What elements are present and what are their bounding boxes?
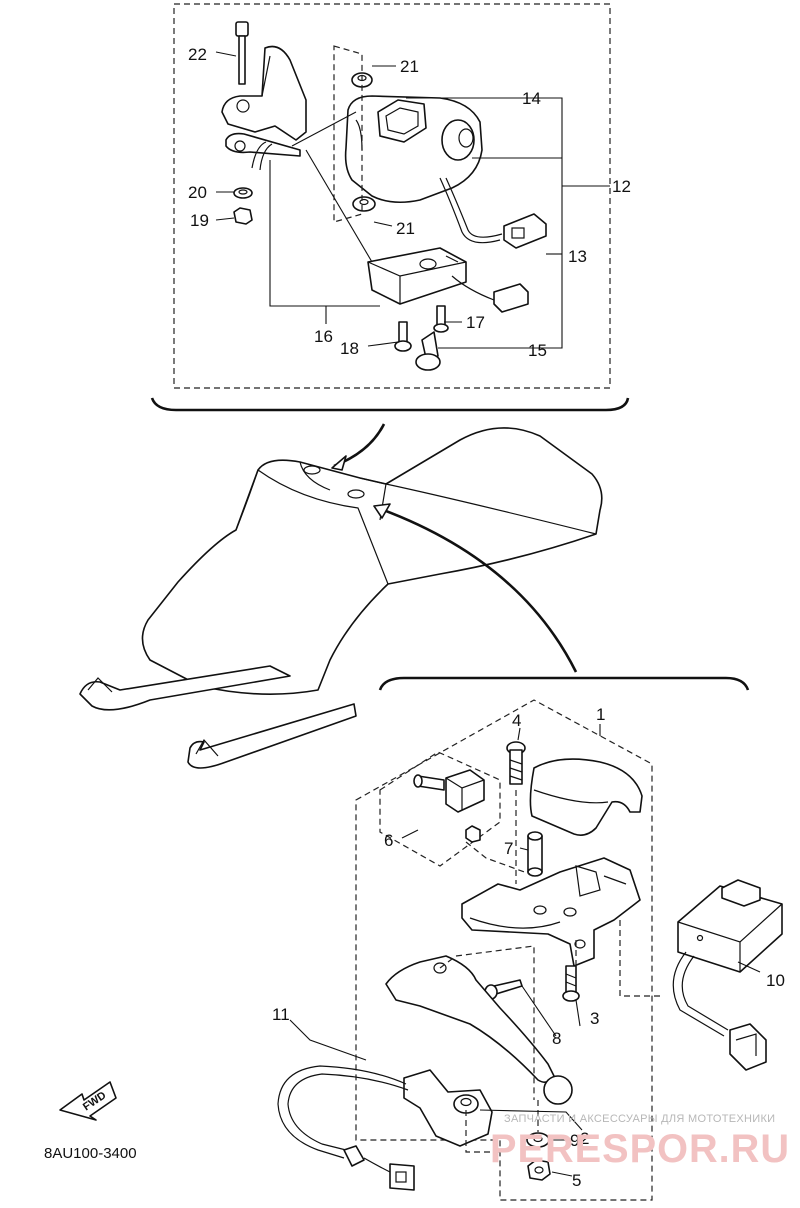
fwd-arrow: FWD — [59, 1081, 117, 1121]
bottom-assembly-group — [277, 699, 783, 1201]
connector-11 — [343, 1145, 415, 1191]
callout-8: 8 — [552, 1029, 561, 1048]
callout-14: 14 — [522, 89, 541, 108]
callout-10: 10 — [766, 971, 785, 990]
callout-1: 1 — [596, 705, 605, 724]
switch-2 — [403, 1069, 493, 1147]
lever-cover — [529, 758, 643, 836]
module-10 — [677, 879, 783, 973]
nut-6 — [465, 825, 481, 843]
collar-7 — [527, 831, 543, 877]
callout-12: 12 — [612, 177, 631, 196]
bolt-15 — [415, 331, 441, 371]
washer-9 — [526, 1132, 550, 1148]
lever-ball-end — [543, 1075, 573, 1105]
callout-3: 3 — [590, 1009, 599, 1028]
callout-22: 22 — [188, 45, 207, 64]
callout-15: 15 — [528, 341, 547, 360]
callout-18: 18 — [340, 339, 359, 358]
bolt-22 — [235, 21, 249, 85]
screw-18 — [394, 321, 412, 352]
bottom-brace — [378, 676, 750, 691]
callout-17: 17 — [466, 313, 485, 332]
bracket-16-guide — [269, 160, 380, 307]
switch-plate-16 — [367, 247, 467, 305]
diagram-code: 8AU100-3400 — [44, 1145, 137, 1162]
bolt-4 — [506, 741, 526, 785]
watermark-tagline: ЗАПЧАСТИ И АКСЕССУАРЫ ДЛЯ МОТОТЕХНИКИ — [504, 1113, 775, 1125]
callout-6: 6 — [384, 831, 393, 850]
bottom-assembly-dashed-frame — [355, 699, 653, 1201]
callout-11: 11 — [272, 1005, 290, 1024]
callout-21-upper: 21 — [400, 57, 419, 76]
washer-20 — [233, 187, 253, 199]
screw-17 — [433, 305, 449, 333]
top-brace — [150, 397, 630, 412]
left-ski — [79, 665, 291, 711]
callout-9: 9 — [570, 1131, 579, 1150]
callout-5: 5 — [572, 1171, 581, 1190]
connector-16 — [493, 283, 529, 313]
mount-bracket — [221, 45, 307, 157]
nut-5 — [527, 1159, 551, 1181]
connector-10 — [729, 1023, 767, 1071]
right-ski — [187, 703, 357, 769]
callout-4: 4 — [512, 711, 521, 730]
module-cable — [672, 951, 725, 1037]
callout-16: 16 — [314, 327, 333, 346]
callout-7: 7 — [504, 839, 513, 858]
bolt-3 — [562, 965, 580, 1002]
callout-21-lower: 21 — [396, 219, 415, 238]
pin-6 — [413, 774, 445, 791]
watermark: ЗАПЧАСТИ И АКСЕССУАРЫ ДЛЯ МОТОТЕХНИКИ PE… — [490, 1113, 790, 1171]
nut-19 — [233, 207, 253, 225]
callout-19: 19 — [190, 211, 209, 230]
callout-20: 20 — [188, 183, 207, 202]
lever-holder — [461, 857, 641, 967]
connector-14 — [503, 213, 547, 249]
grommet-21-lower — [352, 196, 376, 212]
watermark-brand: PERESPOR.RU — [490, 1127, 790, 1171]
housing-wire — [439, 177, 501, 244]
brake-lever — [385, 955, 573, 1105]
cable-11 — [277, 1065, 407, 1159]
callout-13: 13 — [568, 247, 587, 266]
plate-wire — [451, 275, 495, 301]
arrow-bottom — [377, 506, 578, 673]
top-assembly-group — [173, 3, 611, 389]
block-6 — [445, 769, 485, 813]
callouts: 22 21 14 12 20 19 21 13 17 16 18 15 1 4 … — [188, 45, 785, 1190]
throttle-housing-14 — [344, 95, 483, 204]
callout-2: 2 — [580, 1129, 589, 1148]
snowmobile-body — [79, 427, 603, 769]
